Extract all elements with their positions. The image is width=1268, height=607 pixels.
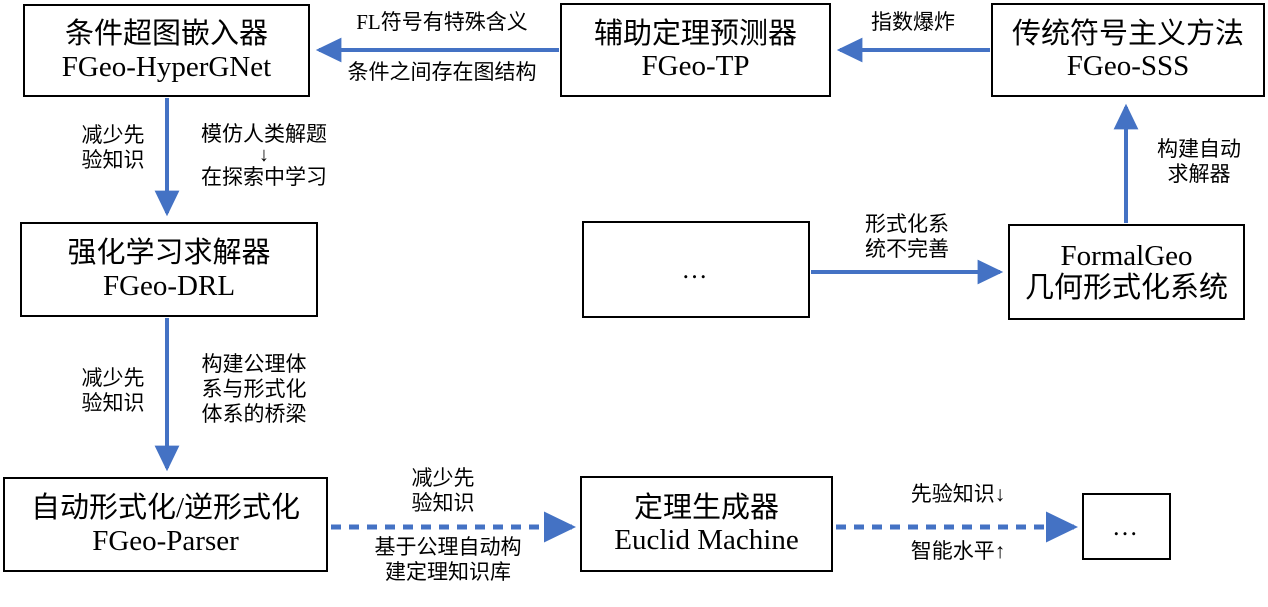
node-formalgeo-line2: 几何形式化系统 (1024, 272, 1228, 304)
node-euclid-machine-line1: 定理生成器 (633, 491, 779, 524)
edge-label-reduce-prior-knowledge-3-line2: 验知识 (411, 490, 475, 515)
node-fgeo-parser-line2: FGeo-Parser (92, 524, 239, 557)
node-euclid-machine[interactable]: 定理生成器 Euclid Machine (580, 476, 833, 572)
edge-label-bridge-axiom-formal-system-line1: 构建公理体 (201, 352, 307, 376)
edge-label-reduce-prior-knowledge-1-line2: 验知识 (81, 147, 145, 172)
node-ellipsis-middle-label: … (681, 254, 711, 284)
edge-label-imitate-human-solving-line3: 在探索中学习 (201, 165, 327, 190)
node-ellipsis-end[interactable]: … (1082, 493, 1171, 560)
node-fgeo-tp[interactable]: 辅助定理预测器 FGeo-TP (560, 3, 831, 97)
edge-label-reduce-prior-knowledge-2: 减少先 验知识 (68, 366, 158, 416)
edge-label-reduce-prior-knowledge-1: 减少先 验知识 (68, 123, 158, 173)
node-fgeo-sss-line2: FGeo-SSS (1066, 50, 1190, 82)
node-fgeo-sss[interactable]: 传统符号主义方法 FGeo-SSS (991, 3, 1265, 97)
node-hypergnet[interactable]: 条件超图嵌入器 FGeo-HyperGNet (23, 4, 310, 97)
edge-label-bridge-axiom-formal-system-line3: 体系的桥梁 (201, 401, 307, 426)
edge-label-intelligence-level-up: 智能水平↑ (893, 539, 1023, 564)
node-fgeo-parser[interactable]: 自动形式化/逆形式化 FGeo-Parser (3, 477, 328, 572)
edge-label-build-automatic-solver: 构建自动 求解器 (1144, 137, 1254, 187)
edge-label-auto-build-theorem-kb: 基于公理自动构 建定理知识库 (363, 535, 533, 585)
edge-label-reduce-prior-knowledge-3-line1: 减少先 (411, 466, 475, 490)
edge-label-bridge-axiom-formal-system: 构建公理体 系与形式化 体系的桥梁 (184, 352, 324, 426)
edge-label-build-automatic-solver-line2: 求解器 (1167, 161, 1231, 186)
node-fgeo-tp-line1: 辅助定理预测器 (593, 17, 797, 50)
edge-label-exponential-explosion: 指数爆炸 (858, 10, 968, 35)
edge-label-fl-symbol-meaning: FL符号有特殊含义 (337, 10, 547, 35)
edge-label-prior-knowledge-down: 先验知识↓ (893, 482, 1023, 507)
edge-label-reduce-prior-knowledge-1-line1: 减少先 (81, 123, 145, 147)
down-arrow-icon: ↓ (259, 144, 269, 167)
node-fgeo-drl-line2: FGeo-DRL (102, 269, 236, 302)
edge-label-prior-knowledge-down-line1: 先验知识↓ (910, 482, 1006, 506)
edge-label-formal-system-imperfect-line2: 统不完善 (865, 236, 949, 261)
edge-label-bridge-axiom-formal-system-line2: 系与形式化 (201, 376, 307, 401)
edge-label-auto-build-theorem-kb-line2: 建定理知识库 (385, 559, 511, 584)
edge-label-reduce-prior-knowledge-2-line2: 验知识 (81, 390, 145, 415)
edge-label-fl-symbol-meaning-line1: FL符号有特殊含义 (356, 10, 528, 34)
edge-label-formal-system-imperfect: 形式化系 统不完善 (852, 212, 962, 262)
edge-label-build-automatic-solver-line1: 构建自动 (1157, 137, 1241, 161)
node-formalgeo-line1: FormalGeo (1060, 239, 1193, 272)
node-hypergnet-line2: FGeo-HyperGNet (61, 50, 272, 83)
edge-label-reduce-prior-knowledge-2-line1: 减少先 (81, 366, 145, 390)
edge-label-reduce-prior-knowledge-3: 减少先 验知识 (398, 466, 488, 516)
edge-label-formal-system-imperfect-line1: 形式化系 (865, 212, 949, 236)
edge-label-graph-structure-between-conditions: 条件之间存在图结构 (333, 60, 551, 85)
node-fgeo-drl-line1: 强化学习求解器 (67, 237, 271, 270)
edge-label-graph-structure-between-conditions-line1: 条件之间存在图结构 (347, 60, 537, 84)
edge-label-auto-build-theorem-kb-line1: 基于公理自动构 (374, 535, 522, 559)
edge-label-imitate-human-solving: 模仿人类解题 ↓ 在探索中学习 (184, 123, 344, 188)
edge-label-intelligence-level-up-line1: 智能水平↑ (910, 539, 1006, 563)
node-ellipsis-middle[interactable]: … (582, 221, 810, 318)
node-ellipsis-end-label: … (1112, 511, 1141, 541)
edge-label-imitate-human-solving-line1: 模仿人类解题 (201, 122, 327, 146)
node-fgeo-sss-line1: 传统符号主义方法 (1011, 17, 1244, 50)
edge-label-exponential-explosion-line1: 指数爆炸 (871, 10, 955, 34)
node-fgeo-drl[interactable]: 强化学习求解器 FGeo-DRL (20, 222, 318, 317)
node-hypergnet-line1: 条件超图嵌入器 (64, 18, 268, 51)
node-fgeo-tp-line2: FGeo-TP (641, 50, 750, 82)
node-euclid-machine-line2: Euclid Machine (614, 524, 799, 556)
node-formalgeo[interactable]: FormalGeo 几何形式化系统 (1008, 224, 1245, 320)
node-fgeo-parser-line1: 自动形式化/逆形式化 (30, 492, 301, 525)
